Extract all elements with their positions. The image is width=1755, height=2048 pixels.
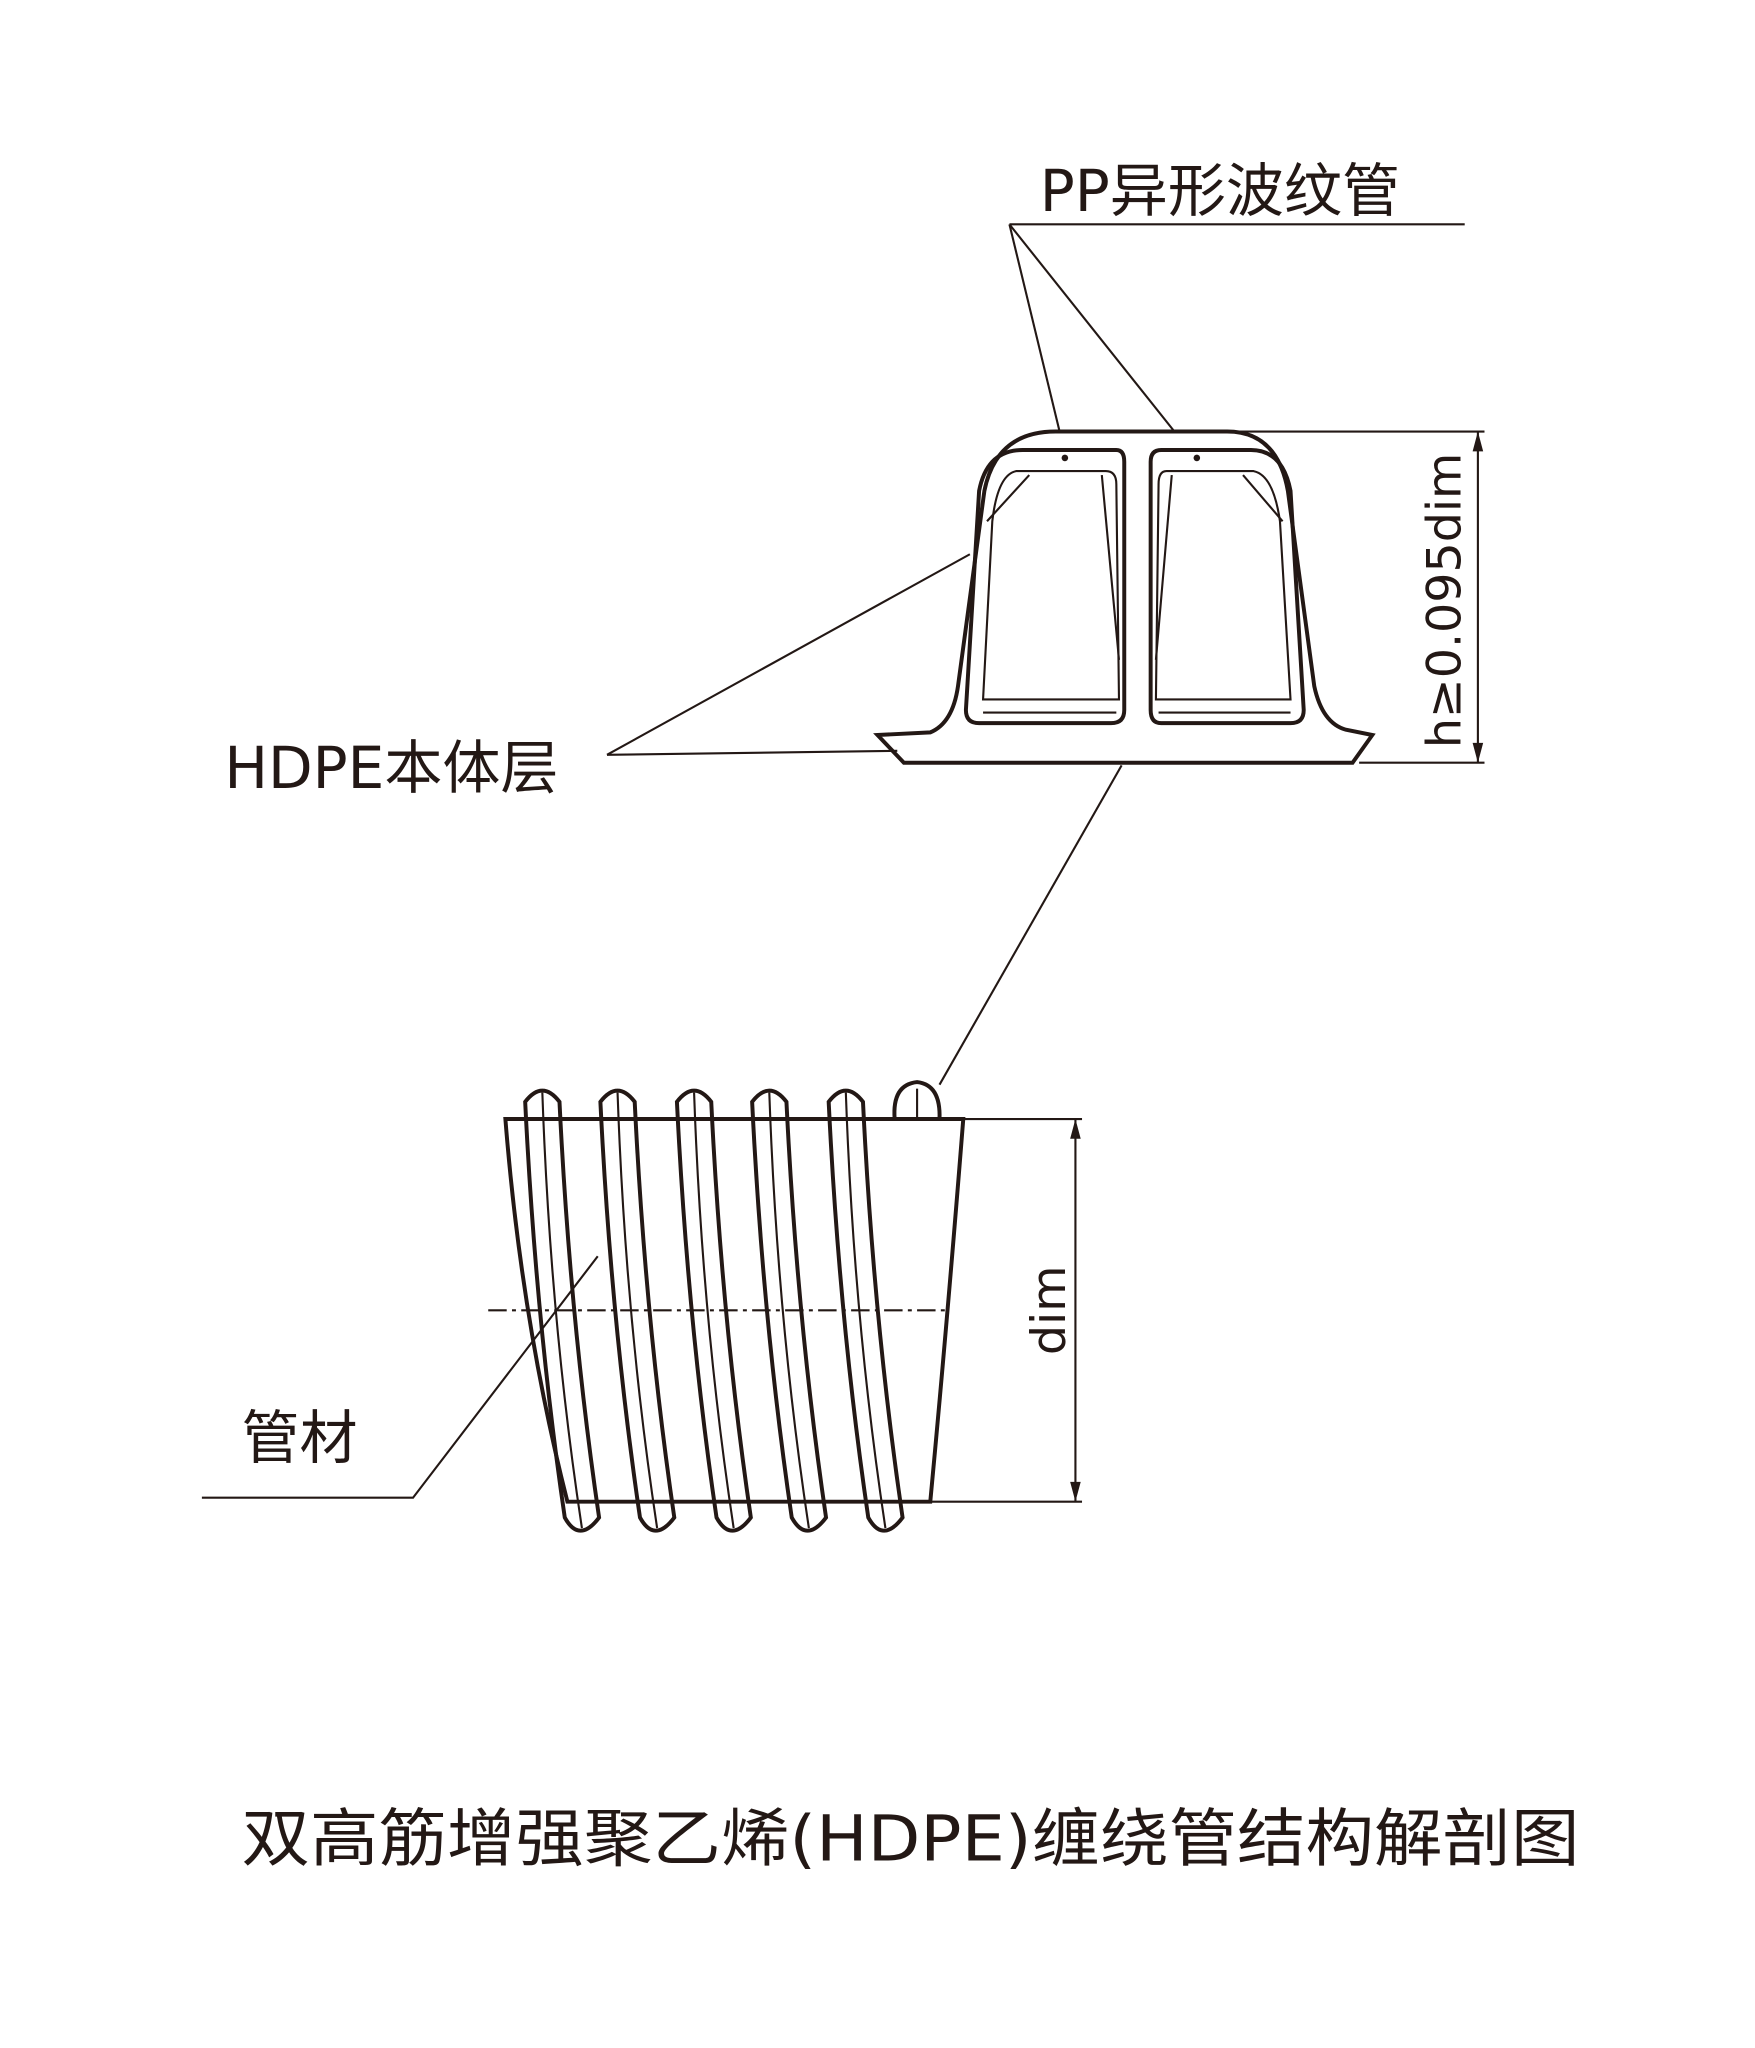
pipe-rib-edge — [844, 1092, 887, 1529]
rib-profile-cross-section — [873, 429, 1376, 765]
pipe-rib — [598, 1088, 677, 1533]
height-dimension-label: h≥0.095dim — [1418, 453, 1473, 749]
pipe-material-label: 管材 — [241, 1404, 357, 1472]
pipe-rib-edge — [693, 1092, 735, 1529]
pipe-rib-edge — [616, 1092, 659, 1529]
hdpe-body-layer-label: HDPE本体层 — [224, 734, 558, 802]
pipe-rib-edge — [768, 1092, 810, 1529]
hdpe-leader-lines — [606, 553, 1123, 1086]
pipe-dimension-lines — [930, 1117, 1083, 1503]
diagram-title: 双高筋增强聚乙烯(HDPE)缠绕管结构解剖图 — [241, 1802, 1579, 1876]
pipe-rib — [750, 1088, 829, 1533]
pp-corrugated-pipe-label: PP异形波纹管 — [1040, 157, 1400, 225]
pipe-material-leader — [201, 1255, 599, 1499]
pp-leader-lines — [1008, 223, 1465, 433]
pipe-rib — [523, 1088, 602, 1533]
pipe-dimension-label: dim — [1022, 1266, 1077, 1356]
pipe-rib — [826, 1088, 905, 1533]
height-dimension-lines — [1233, 430, 1485, 764]
pipe-rib-edge — [541, 1092, 583, 1529]
pipe-rib — [674, 1088, 753, 1533]
